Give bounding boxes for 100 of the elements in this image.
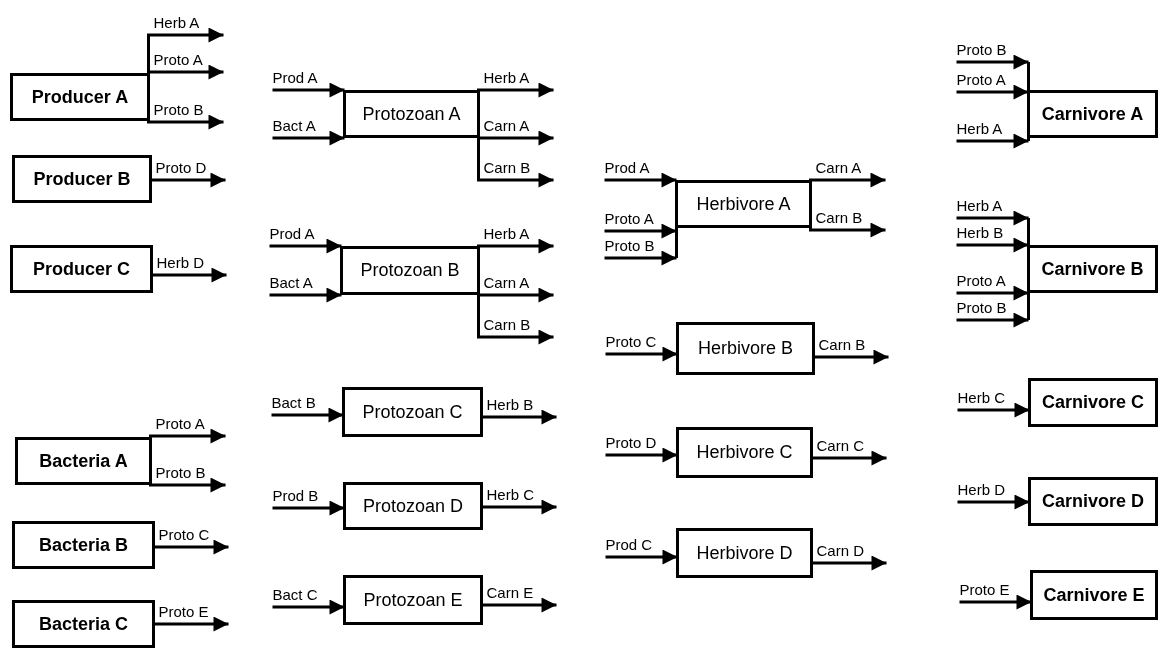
arrow bbox=[477, 82, 554, 98]
node-box: Carnivore E bbox=[1030, 570, 1158, 620]
arrow bbox=[269, 238, 342, 254]
arrow bbox=[956, 285, 1029, 301]
edge-label: Prod A bbox=[272, 70, 318, 86]
arrow bbox=[809, 172, 886, 188]
arrow bbox=[957, 402, 1030, 418]
edge-label: Herb A bbox=[956, 121, 1003, 137]
edge-label: Bact B bbox=[271, 395, 316, 411]
arrow bbox=[272, 82, 345, 98]
edge-label: Proto B bbox=[155, 465, 206, 481]
arrow bbox=[605, 447, 678, 463]
edge-label: Proto D bbox=[605, 435, 657, 451]
node-box: Bacteria B bbox=[12, 521, 155, 569]
edge-label: Carn A bbox=[483, 118, 530, 134]
node-box: Carnivore A bbox=[1027, 90, 1158, 138]
arrow bbox=[956, 237, 1029, 253]
arrow bbox=[272, 500, 345, 516]
arrow bbox=[604, 223, 677, 239]
edge-label: Herb C bbox=[957, 390, 1005, 406]
arrow bbox=[272, 130, 345, 146]
node-box: Producer C bbox=[10, 245, 153, 293]
edge-label: Prod A bbox=[269, 226, 315, 242]
edge-label: Herb A bbox=[956, 198, 1003, 214]
arrow bbox=[605, 549, 678, 565]
edge-label: Bact A bbox=[269, 275, 313, 291]
arrow bbox=[957, 494, 1030, 510]
node-box: Protozoan A bbox=[343, 90, 480, 138]
node-box: Carnivore B bbox=[1027, 245, 1158, 293]
arrow bbox=[956, 133, 1029, 149]
node-box: Herbivore B bbox=[676, 322, 815, 375]
node-box: Carnivore C bbox=[1028, 378, 1158, 427]
arrow bbox=[959, 594, 1032, 610]
edge-label: Carn B bbox=[815, 210, 863, 226]
edge-label: Proto A bbox=[155, 416, 205, 432]
edge-label: Proto B bbox=[153, 102, 204, 118]
edge-label: Herb A bbox=[483, 226, 530, 242]
edge-label: Herb C bbox=[486, 487, 534, 503]
edge-label: Carn B bbox=[483, 317, 531, 333]
node-box: Producer A bbox=[10, 73, 150, 121]
node-box: Herbivore C bbox=[676, 427, 813, 478]
arrow bbox=[605, 346, 678, 362]
arrow bbox=[477, 287, 554, 303]
node-box: Bacteria C bbox=[12, 600, 155, 648]
edge-label: Proto A bbox=[153, 52, 203, 68]
arrow bbox=[956, 54, 1029, 70]
arrow bbox=[809, 222, 886, 238]
edge-label: Bact C bbox=[272, 587, 318, 603]
edge-label: Proto E bbox=[158, 604, 209, 620]
node-box: Carnivore D bbox=[1028, 477, 1158, 526]
edge-label: Prod B bbox=[272, 488, 319, 504]
arrow bbox=[271, 407, 344, 423]
arrow bbox=[477, 238, 554, 254]
edge-label: Proto C bbox=[158, 527, 210, 543]
edge-label: Herb A bbox=[153, 15, 200, 31]
node-box: Protozoan C bbox=[342, 387, 483, 437]
edge-label: Bact A bbox=[272, 118, 316, 134]
edge-label: Proto A bbox=[956, 72, 1006, 88]
edge-label: Herb D bbox=[156, 255, 204, 271]
edge-label: Carn D bbox=[816, 543, 864, 559]
edge-label: Carn A bbox=[815, 160, 862, 176]
node-box: Protozoan D bbox=[343, 482, 483, 530]
edge-label: Herb B bbox=[956, 225, 1004, 241]
edge-label: Proto D bbox=[155, 160, 207, 176]
arrow bbox=[149, 428, 226, 444]
edge-label: Proto B bbox=[956, 42, 1007, 58]
edge-label: Prod C bbox=[605, 537, 653, 553]
edge-label: Herb A bbox=[483, 70, 530, 86]
edge-label: Proto B bbox=[956, 300, 1007, 316]
edge-label: Carn C bbox=[816, 438, 864, 454]
arrow bbox=[147, 114, 224, 130]
arrow bbox=[269, 287, 342, 303]
edge-label: Carn A bbox=[483, 275, 530, 291]
arrow bbox=[604, 250, 677, 266]
arrow bbox=[477, 130, 554, 146]
arrow bbox=[149, 477, 226, 493]
node-box: Herbivore A bbox=[675, 180, 812, 228]
edge-label: Proto B bbox=[604, 238, 655, 254]
node-box: Protozoan B bbox=[340, 246, 480, 295]
edge-label: Prod A bbox=[604, 160, 650, 176]
arrow bbox=[477, 136, 554, 188]
arrow bbox=[477, 293, 554, 345]
edge-label: Proto C bbox=[605, 334, 657, 350]
arrow bbox=[604, 172, 677, 188]
arrow bbox=[272, 599, 345, 615]
arrow bbox=[956, 84, 1029, 100]
arrow bbox=[147, 64, 224, 80]
edge-label: Proto A bbox=[956, 273, 1006, 289]
edge-label: Carn B bbox=[483, 160, 531, 176]
edge-label: Carn B bbox=[818, 337, 866, 353]
node-box: Bacteria A bbox=[15, 437, 152, 485]
edge-label: Herb B bbox=[486, 397, 534, 413]
edge-label: Carn E bbox=[486, 585, 534, 601]
node-box: Herbivore D bbox=[676, 528, 813, 578]
arrow bbox=[956, 210, 1029, 226]
edge-label: Proto E bbox=[959, 582, 1010, 598]
arrow bbox=[956, 312, 1029, 328]
node-box: Protozoan E bbox=[343, 575, 483, 625]
node-box: Producer B bbox=[12, 155, 152, 203]
edge-label: Herb D bbox=[957, 482, 1005, 498]
